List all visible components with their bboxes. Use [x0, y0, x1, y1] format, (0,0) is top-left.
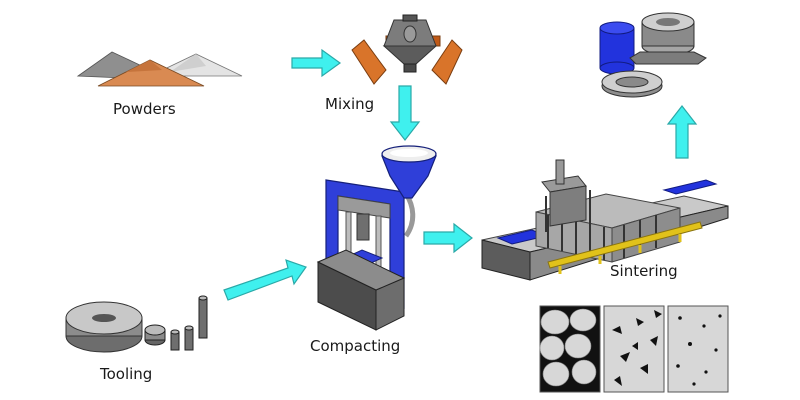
powder-piles-icon [76, 51, 243, 87]
microstructure-icon [539, 305, 729, 393]
tooling-label: Tooling [100, 365, 153, 383]
flow-arrows [223, 48, 698, 301]
finished-parts-icon [599, 12, 707, 98]
double-cone-mixer-icon [351, 14, 463, 85]
sintering-furnace-icon [481, 159, 729, 281]
arrow-sintering-to-parts [666, 105, 698, 159]
arrow-powders-to-mixing [291, 48, 342, 78]
sintering-label: Sintering [610, 262, 678, 280]
powders-label: Powders [113, 100, 176, 118]
arrow-tooling-to-compacting [223, 259, 307, 301]
die-tooling-icon [65, 295, 208, 353]
arrow-compacting-to-sintering [423, 222, 473, 254]
mixing-label: Mixing [325, 95, 375, 113]
compacting-label: Compacting [310, 337, 401, 355]
arrow-mixing-to-compacting [389, 85, 421, 141]
compaction-press-icon [316, 145, 437, 331]
